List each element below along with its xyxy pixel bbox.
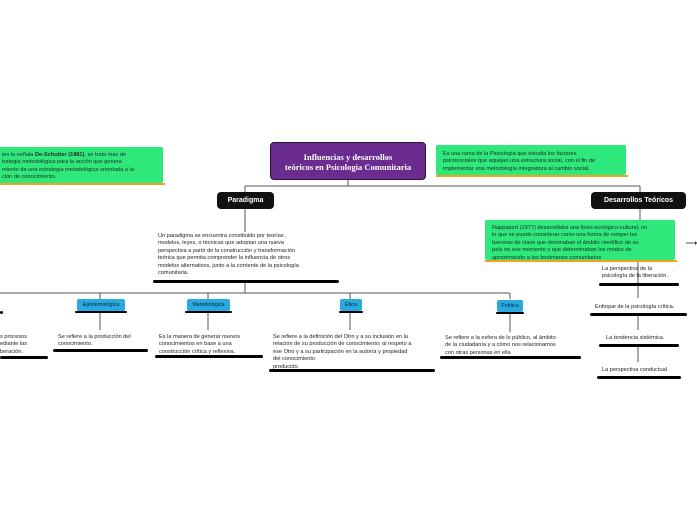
metodologica-line: construcción crítica y reflexiva. <box>159 348 236 355</box>
left-note-accent <box>0 183 165 185</box>
metodologica-underline <box>155 355 263 358</box>
left-branch-text: s procesos ediante las beración. <box>0 334 50 356</box>
desarrollos-note-line: lo que se puede considerar como una form… <box>492 232 638 239</box>
metodologica-underline-top <box>185 311 232 313</box>
desarrollos-note: Rappaport (1977) desarrollaba una línea … <box>485 220 675 261</box>
metodologica-node[interactable]: Metodológica <box>187 299 230 311</box>
paradigma-description: Un paradigma se encuentra constituido po… <box>158 233 338 277</box>
sistemica-item[interactable]: La tendencia sistémica. <box>606 335 665 341</box>
conductual-underline <box>597 376 681 379</box>
right-note: Es una rama de la Psicología que estudia… <box>436 145 626 175</box>
critica-underline <box>590 313 687 316</box>
left-note-line: trategia metodológica para la acción que… <box>2 159 122 166</box>
left-branch-line: beración. <box>0 348 24 355</box>
epistemologica-line: conocimiento. <box>58 341 93 348</box>
etica-line: producido. <box>273 363 300 370</box>
etica-text: Se refiere a la definición del Otro y a … <box>273 334 435 371</box>
etica-underline <box>269 369 435 372</box>
epistemologica-underline <box>53 349 148 352</box>
liberacion-underline <box>599 283 679 286</box>
epistemologica-text: Se refiere a la producción del conocimie… <box>58 334 148 349</box>
liberacion-line: La perspectiva de la <box>602 266 653 272</box>
left-note: ien lo señala De-Schutter (1981), se tra… <box>0 147 163 183</box>
paradigma-desc-underline <box>153 280 339 283</box>
left-note-text: ien lo señala <box>2 152 35 158</box>
sistemica-underline <box>599 344 679 347</box>
etica-line: Se refiere a la definición del Otro y a … <box>273 334 408 340</box>
paradigma-desc-line: modelos, leyes, o técnicas que adoptan u… <box>158 240 284 247</box>
metodologica-text: Es la manera de generar nuevos conocimie… <box>159 334 259 356</box>
desarrollos-note-accent <box>485 260 677 262</box>
right-note-line: psicosociales que aquejan una estructura… <box>443 158 596 165</box>
etica-node[interactable]: Ética <box>340 299 362 311</box>
metodologica-line: Es la manera de generar nuevos <box>159 334 241 340</box>
paradigma-desc-line: modelos alternativos, junto a la corrien… <box>158 262 299 269</box>
left-note-text-end: , se trata mas de <box>84 152 127 158</box>
etica-line: ese Otro y a su participación en la auto… <box>273 348 408 355</box>
politica-line: con otras personas en ella <box>445 349 511 356</box>
desarrollos-note-line: aproximación a los fenómenos comunitario… <box>492 254 602 261</box>
paradigma-desc-line: comunitaria. <box>158 270 189 277</box>
right-note-line: Es una rama de la Psicología que estudia… <box>443 151 577 157</box>
etica-line: relación de su producción de conocimient… <box>273 341 412 348</box>
etica-line: del conocimiento <box>273 356 315 363</box>
left-note-line: miento de una estrategia metodológica or… <box>2 166 134 173</box>
conductual-item[interactable]: La perspectiva conductual <box>602 367 667 373</box>
left-branch-line: ediante las <box>0 341 28 348</box>
right-note-accent <box>436 175 628 177</box>
epistemologica-line: Se refiere a la producción del <box>58 334 131 340</box>
etica-underline-top <box>339 311 363 313</box>
metodologica-line: conocimientos en base a una <box>159 341 232 348</box>
left-note-author: De-Schutter (1981) <box>34 152 85 158</box>
left-branch-line: s procesos <box>0 334 28 340</box>
politica-underline-top <box>496 312 524 314</box>
politica-node[interactable]: Política <box>497 300 523 312</box>
liberacion-line: psicología de la liberación. <box>602 273 668 280</box>
politica-underline <box>440 356 581 359</box>
desarrollos-note-line: barreras de clase que dominaban el ámbit… <box>492 239 639 246</box>
liberacion-item[interactable]: La perspectiva de la psicología de la li… <box>602 266 692 281</box>
left-note-line: ción de conocimiento. <box>2 174 57 181</box>
paradigma-node[interactable]: Paradigma <box>217 192 274 209</box>
desarrollos-note-line: Rappaport (1977) desarrollaba una línea … <box>492 225 648 231</box>
desarrollos-note-line: país en ese momento y que determinaban l… <box>492 247 632 254</box>
root-node[interactable]: Influencias y desarrollos teóricos en Ps… <box>270 142 426 180</box>
left-branch-underline <box>0 356 48 359</box>
paradigma-desc-line: teórica que permita comprender la influe… <box>158 255 291 262</box>
root-title-line1: Influencias y desarrollos <box>303 152 393 162</box>
desarrollos-node[interactable]: Desarrollos Teóricos <box>591 192 686 209</box>
politica-text: Se refiere a la esfera de lo público, al… <box>445 335 585 357</box>
paradigma-desc-line: Un paradigma se encuentra constituido po… <box>158 233 287 239</box>
paradigma-desc-line: perspectiva a partir de la construcción … <box>158 247 296 254</box>
epistemologica-underline-top <box>75 311 127 313</box>
left-branch-underline-top <box>0 311 3 314</box>
politica-line: Se refiere a la esfera de lo público, al… <box>445 335 556 341</box>
critica-item[interactable]: Enfoque de la psicología crítica. <box>595 304 675 310</box>
root-title-line2: teóricos en Psicología Comunitaria <box>284 162 412 172</box>
epistemologica-node[interactable]: Epistemológica <box>77 299 125 311</box>
right-note-line: implementar una metodología integradora … <box>443 165 590 172</box>
politica-line: de la ciudadanía y a cómo nos relacionam… <box>445 342 556 349</box>
